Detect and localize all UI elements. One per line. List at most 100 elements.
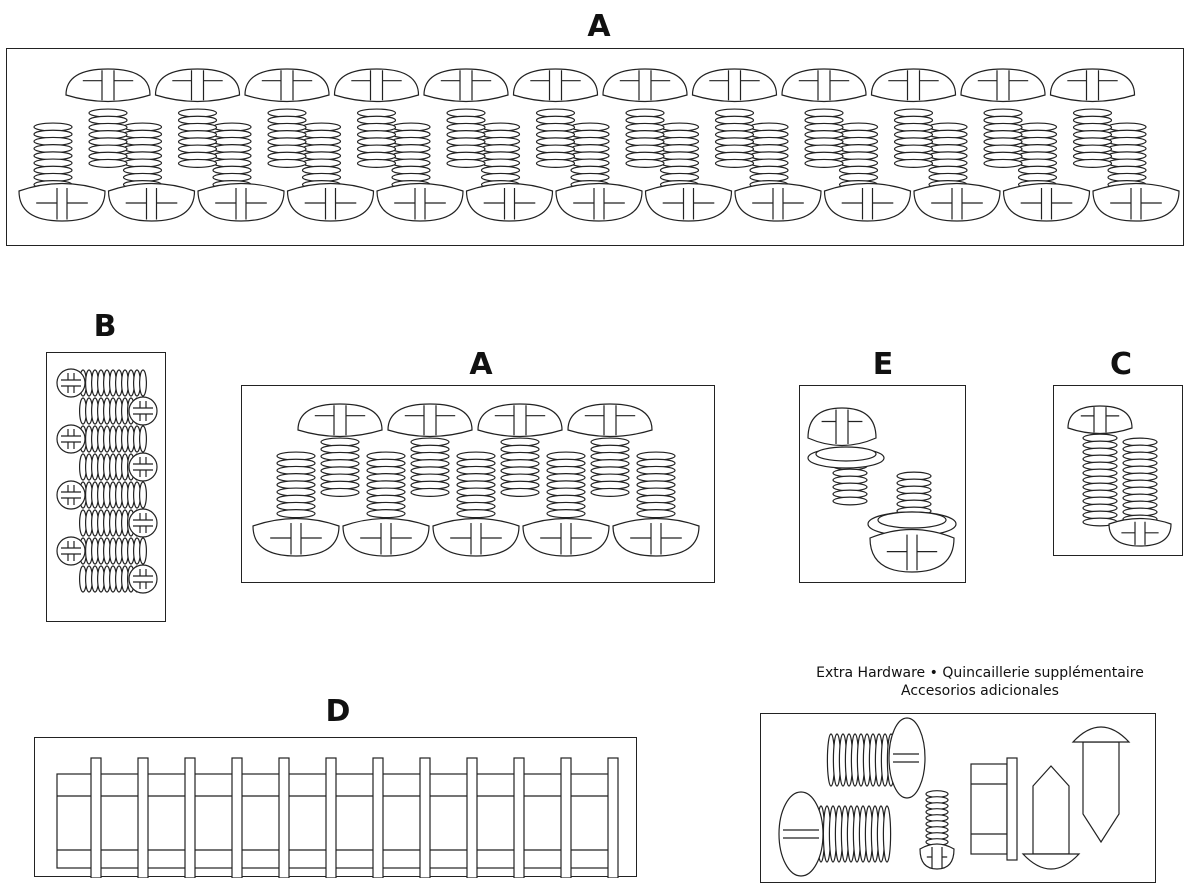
thread-coil	[500, 437, 540, 497]
thread-coil	[320, 437, 360, 497]
thread-coil	[546, 451, 586, 519]
extra-screw	[778, 791, 892, 877]
thread-coil	[446, 108, 486, 168]
extra-hardware-line2: Accesorios adicionales	[901, 683, 1059, 699]
thread-coil	[456, 451, 496, 519]
label-top-a: A	[587, 9, 611, 44]
label-mid-a: A	[469, 347, 493, 382]
spacer-tab	[560, 757, 572, 878]
thread-coil	[535, 108, 576, 168]
screw-head	[512, 68, 599, 103]
thread-coil	[78, 537, 147, 565]
screw-head	[913, 182, 1001, 222]
screw-head	[888, 717, 926, 799]
screw-head	[154, 68, 241, 103]
screw-head	[465, 182, 554, 222]
rivet-head	[1071, 726, 1131, 743]
washer	[877, 511, 947, 529]
thread-coil	[410, 437, 450, 497]
screw-head	[778, 791, 824, 877]
panel-top-a	[6, 48, 1184, 246]
label-d: D	[325, 694, 351, 729]
spacer-tab	[372, 757, 384, 878]
panel-e	[799, 385, 966, 583]
thread-coil	[636, 451, 676, 519]
screw-head	[734, 182, 822, 222]
spacer-strip-d	[56, 757, 619, 878]
thread-coil	[480, 122, 521, 190]
thread-coil	[570, 122, 610, 190]
thread-coil	[659, 122, 700, 190]
screw-head	[807, 407, 877, 447]
screw-head	[1049, 68, 1136, 103]
panel-extra-hardware	[760, 713, 1156, 883]
screw-head	[56, 424, 86, 454]
screw-head	[197, 182, 285, 222]
thread-coil	[33, 122, 73, 190]
thread-coil	[838, 122, 879, 190]
screw-head	[1092, 182, 1180, 222]
spacer-tab	[466, 757, 478, 878]
screw-with-washer	[807, 407, 885, 506]
spacer-tab	[607, 757, 619, 878]
thread-coil	[1072, 108, 1113, 168]
washer	[815, 446, 877, 462]
spacer-tab	[137, 757, 149, 878]
screw-pair-c	[1067, 405, 1172, 547]
screw-head	[1108, 517, 1172, 547]
thread-coil	[177, 108, 218, 168]
extra-hardware-drawing	[778, 717, 1131, 877]
screw-head	[602, 68, 688, 103]
extra-hardware-title: Extra Hardware • Quincaillerie supplémen…	[760, 664, 1188, 700]
thread-coil	[804, 108, 844, 168]
thread-coil	[714, 108, 755, 168]
thread-coil	[356, 108, 397, 168]
panel-d	[34, 737, 637, 878]
thread-coil	[78, 481, 147, 509]
screw-head	[297, 403, 383, 438]
thread-coil	[1107, 122, 1147, 190]
thread-coil	[928, 122, 968, 190]
thread-coil	[1082, 433, 1118, 527]
screw-head	[919, 843, 955, 870]
thread-coil	[212, 122, 252, 190]
thread-coil	[1122, 437, 1158, 524]
screw-head	[823, 182, 912, 222]
thread-coil	[590, 437, 630, 497]
screw-head	[107, 182, 196, 222]
screw-head	[56, 368, 86, 398]
panel-mid-a	[241, 385, 715, 583]
screw-head	[1067, 405, 1133, 435]
spacer-tab	[325, 757, 337, 878]
screw-head	[522, 517, 610, 557]
extra-screw	[826, 717, 926, 799]
screw-head	[376, 182, 464, 222]
thread-coil	[301, 122, 342, 190]
screw-array-b	[56, 368, 158, 594]
spacer-tab	[419, 757, 431, 878]
screw-head	[56, 536, 86, 566]
extra-hardware-line1: Extra Hardware • Quincaillerie supplémen…	[816, 665, 1144, 681]
thread-coil	[983, 108, 1023, 168]
extra-rivet	[1032, 765, 1070, 855]
thread-coil	[88, 108, 128, 168]
screw-head	[781, 68, 867, 103]
screw-head	[128, 508, 158, 538]
screw-with-washer-e	[807, 407, 957, 573]
screw-head	[128, 564, 158, 594]
screw-head	[555, 182, 643, 222]
screw-head	[1002, 182, 1091, 222]
screw-with-washer	[867, 471, 957, 573]
label-c: C	[1109, 347, 1133, 382]
extra-spacer-flange	[1006, 757, 1018, 861]
screw-head	[333, 68, 420, 103]
spacer-tab	[513, 757, 525, 878]
rivet-head	[1021, 853, 1081, 870]
screw-head	[477, 403, 563, 438]
extra-spacer	[970, 763, 1008, 855]
thread-coil	[1017, 122, 1058, 190]
screw-head	[18, 182, 106, 222]
screw-head	[691, 68, 778, 103]
spacer-tab	[231, 757, 243, 878]
thread-coil	[366, 451, 406, 519]
